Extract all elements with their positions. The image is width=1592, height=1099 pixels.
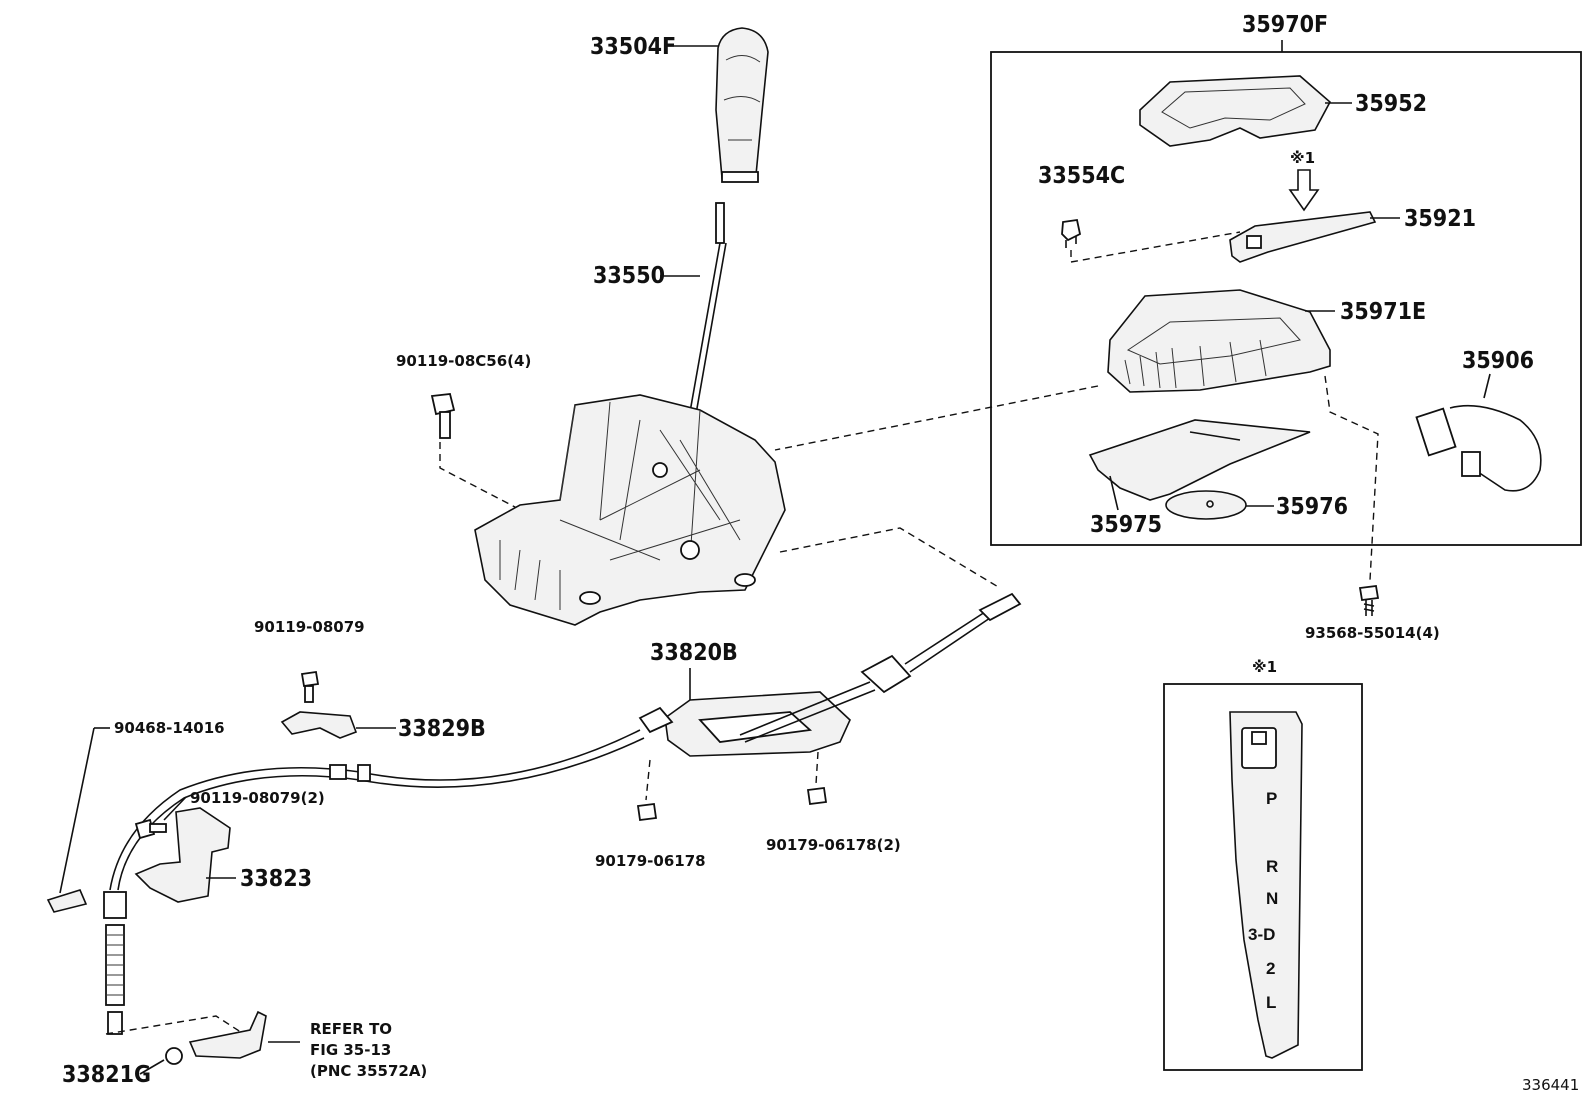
gear-p: P [1266, 789, 1277, 808]
knob-part [715, 27, 769, 183]
label-bolt-a: 90119-08C56(4) [396, 352, 531, 370]
indicator-part [1229, 211, 1377, 263]
label-screw: 93568-55014(4) [1305, 624, 1440, 642]
gear-r: R [1266, 857, 1278, 876]
bolt-b-part [300, 670, 320, 703]
inset-box [1163, 683, 1363, 1071]
refer-line-2: FIG 35-13 [310, 1041, 391, 1059]
note-mark-top: ※1 [1290, 149, 1315, 167]
label-nut-b: 90179-06178(2) [766, 836, 901, 854]
label-plate: 35976 [1276, 494, 1348, 520]
label-clip: 33554C [1038, 163, 1125, 189]
down-arrow-icon [1288, 169, 1320, 212]
bolt-c-part [134, 818, 167, 840]
label-nut-a: 90179-06178 [595, 852, 706, 870]
nut-b-part [806, 786, 828, 806]
gear-2: 2 [1266, 959, 1275, 978]
lever-part [689, 202, 727, 415]
gear-n: N [1266, 889, 1278, 908]
label-bolt-b: 90119-08079 [254, 618, 365, 636]
refer-line-3: (PNC 35572A) [310, 1062, 427, 1080]
diagram-id: 336441 [1522, 1076, 1579, 1094]
label-lever: 33550 [593, 263, 665, 289]
clip-part [1061, 218, 1082, 248]
label-bezel: 35952 [1355, 91, 1427, 117]
inset-indicator [1229, 711, 1303, 1059]
label-group-box: 35970F [1242, 12, 1328, 38]
label-harness: 35906 [1462, 348, 1534, 374]
slide-part [1088, 419, 1311, 501]
housing-part [1107, 289, 1331, 393]
note-mark-inset: ※1 [1252, 658, 1277, 676]
bezel-part [1139, 75, 1332, 147]
harness-part [1415, 373, 1542, 492]
screw-part [1358, 584, 1380, 616]
refer-line-1: REFER TO [310, 1020, 392, 1038]
group-box [990, 51, 1582, 546]
bracket-b-part [280, 711, 358, 739]
gear-l: L [1266, 993, 1276, 1012]
label-knob: 33504F [590, 34, 676, 60]
label-housing: 35971E [1340, 299, 1426, 325]
label-bracket: 33823 [240, 866, 312, 892]
label-indicator: 35921 [1404, 206, 1476, 232]
linkage-part [188, 1010, 267, 1059]
label-clip-b: 90468-14016 [114, 719, 225, 737]
bolt-a-part [430, 393, 456, 439]
label-bolt-c: 90119-08079(2) [190, 789, 325, 807]
bushing-part [165, 1047, 183, 1065]
gear-3d: 3-D [1248, 925, 1275, 944]
cable-part [103, 592, 1022, 1035]
label-cable: 33820B [650, 640, 738, 666]
label-bracket-b: 33829B [398, 716, 486, 742]
nut-a-part [636, 802, 658, 822]
clip-b-part [46, 889, 88, 913]
shifter-assembly [474, 394, 786, 626]
label-slide: 35975 [1090, 512, 1162, 538]
plate-part [1165, 490, 1247, 520]
label-bushing: 33821G [62, 1062, 151, 1088]
